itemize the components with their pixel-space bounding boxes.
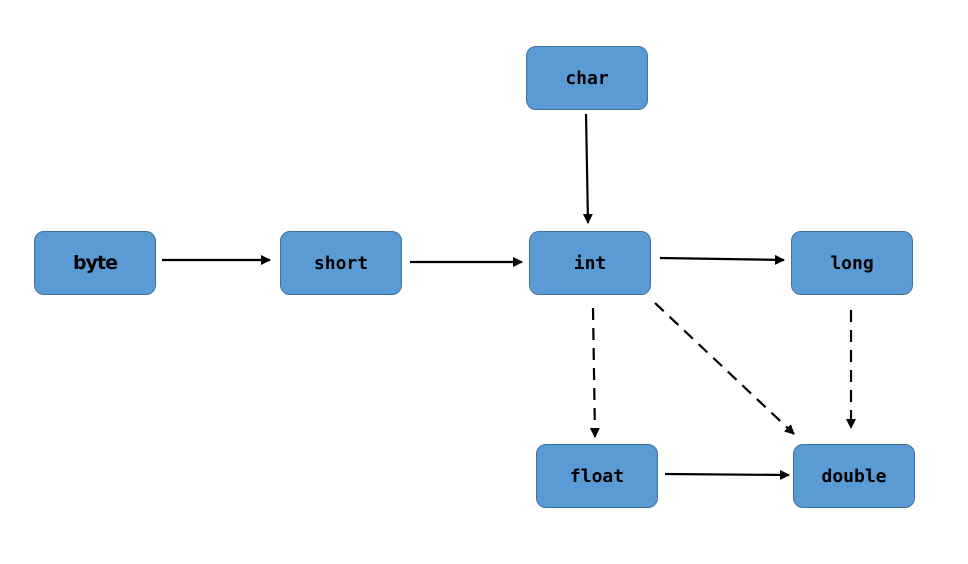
node-byte: byte <box>34 231 156 295</box>
node-int-label: int <box>573 252 607 274</box>
edge-char-to-int <box>582 113 593 224</box>
node-long-label: long <box>830 252 874 274</box>
node-long: long <box>791 231 913 295</box>
node-short-label: short <box>313 252 369 274</box>
edge-int-to-double <box>654 302 795 435</box>
node-char-label: char <box>565 67 609 89</box>
node-char: char <box>526 46 648 110</box>
edge-int-to-long <box>659 254 785 265</box>
node-float: float <box>536 444 658 508</box>
node-float-label: float <box>569 465 625 487</box>
edge-float-to-double <box>664 469 790 480</box>
node-short: short <box>280 231 402 295</box>
edge-int-to-float <box>589 307 600 438</box>
node-byte-label: byte <box>73 252 118 274</box>
node-int: int <box>529 231 651 295</box>
node-double: double <box>793 444 915 508</box>
node-double-label: double <box>821 465 887 487</box>
